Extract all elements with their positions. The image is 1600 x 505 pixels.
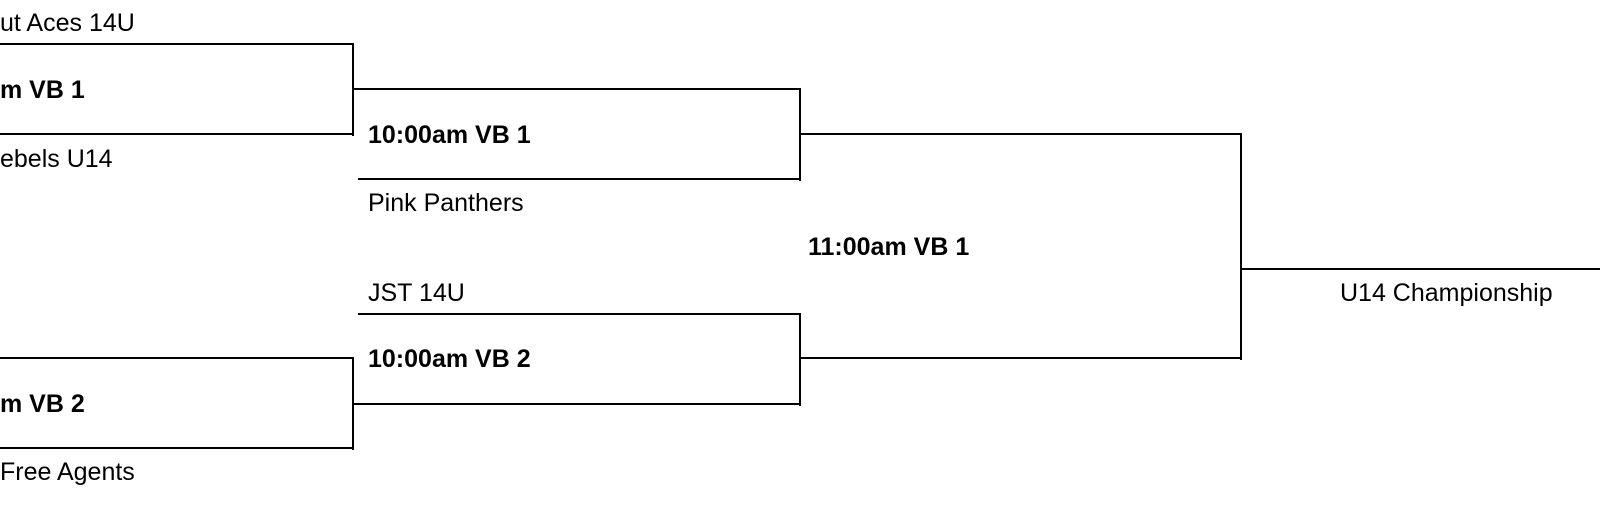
r2-m2-connector bbox=[799, 313, 801, 406]
r2-m2-game-time: 10:00am VB 2 bbox=[368, 345, 531, 373]
r1-m1-top-line bbox=[0, 43, 354, 45]
r2-m2-bottom-line bbox=[352, 403, 801, 405]
r2-m1-bottom-line bbox=[358, 178, 801, 180]
r2-m1-top-line bbox=[352, 88, 801, 90]
champion-line bbox=[1240, 268, 1600, 270]
final-bottom-line bbox=[799, 357, 1242, 359]
r1-m1-team-top: ut Aces 14U bbox=[0, 9, 135, 37]
r1-m2-top-line bbox=[0, 357, 354, 359]
r2-m1-team-bottom: Pink Panthers bbox=[368, 189, 524, 217]
r1-m2-game-time: m VB 2 bbox=[0, 390, 85, 418]
r2-m2-team-top: JST 14U bbox=[368, 279, 465, 307]
r1-m1-game-time: m VB 1 bbox=[0, 76, 85, 104]
r1-m2-bottom-line bbox=[0, 447, 354, 449]
r1-m1-bottom-line bbox=[0, 133, 354, 135]
final-connector bbox=[1240, 133, 1242, 360]
r2-m1-game-time: 10:00am VB 1 bbox=[368, 121, 531, 149]
final-game-time: 11:00am VB 1 bbox=[808, 233, 970, 261]
r2-m2-top-line bbox=[358, 313, 801, 315]
r1-m1-team-bottom: ebels U14 bbox=[0, 145, 113, 173]
final-top-line bbox=[799, 133, 1242, 135]
r1-m2-team-bottom: Free Agents bbox=[0, 458, 135, 486]
champion-label: U14 Championship bbox=[1340, 279, 1553, 307]
